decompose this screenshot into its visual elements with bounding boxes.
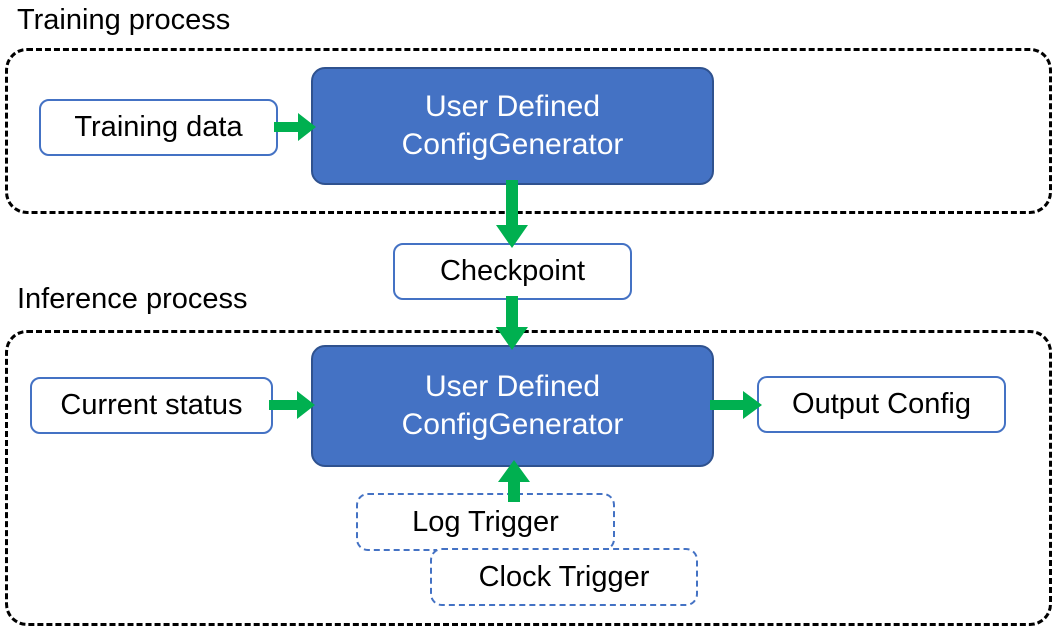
arrow-current-status-to-generator xyxy=(269,391,315,419)
training-process-caption: Training process xyxy=(17,4,231,36)
arrow-generator-to-output xyxy=(710,391,762,419)
node-checkpoint-label: Checkpoint xyxy=(439,254,586,287)
node-user-defined-configgenerator-training[interactable]: User Defined ConfigGenerator xyxy=(311,67,714,185)
node-clock-trigger[interactable]: Clock Trigger xyxy=(430,548,698,606)
generator-inference-line2: ConfigGenerator xyxy=(401,408,624,441)
node-current-status[interactable]: Current status xyxy=(30,377,273,434)
generator-training-line2: ConfigGenerator xyxy=(401,128,624,161)
generator-inference-line1: User Defined xyxy=(424,369,601,403)
node-current-status-label: Current status xyxy=(60,388,243,421)
arrow-trigger-to-generator xyxy=(498,460,530,502)
node-training-data[interactable]: Training data xyxy=(39,99,278,156)
node-checkpoint[interactable]: Checkpoint xyxy=(393,243,632,300)
node-user-defined-configgenerator-inference[interactable]: User Defined ConfigGenerator xyxy=(311,345,714,467)
inference-process-caption: Inference process xyxy=(17,283,248,315)
node-output-config[interactable]: Output Config xyxy=(757,376,1006,433)
training-process-container xyxy=(5,48,1052,214)
arrow-training-data-to-generator xyxy=(274,113,316,141)
node-log-trigger-label: Log Trigger xyxy=(412,505,559,538)
node-output-config-label: Output Config xyxy=(792,387,971,420)
node-log-trigger[interactable]: Log Trigger xyxy=(356,493,615,551)
arrow-checkpoint-to-generator xyxy=(496,296,528,350)
generator-training-line1: User Defined xyxy=(424,89,601,123)
node-clock-trigger-label: Clock Trigger xyxy=(478,560,650,593)
node-training-data-label: Training data xyxy=(74,110,243,143)
inference-process-container xyxy=(5,330,1052,626)
arrow-generator-to-checkpoint xyxy=(496,180,528,248)
